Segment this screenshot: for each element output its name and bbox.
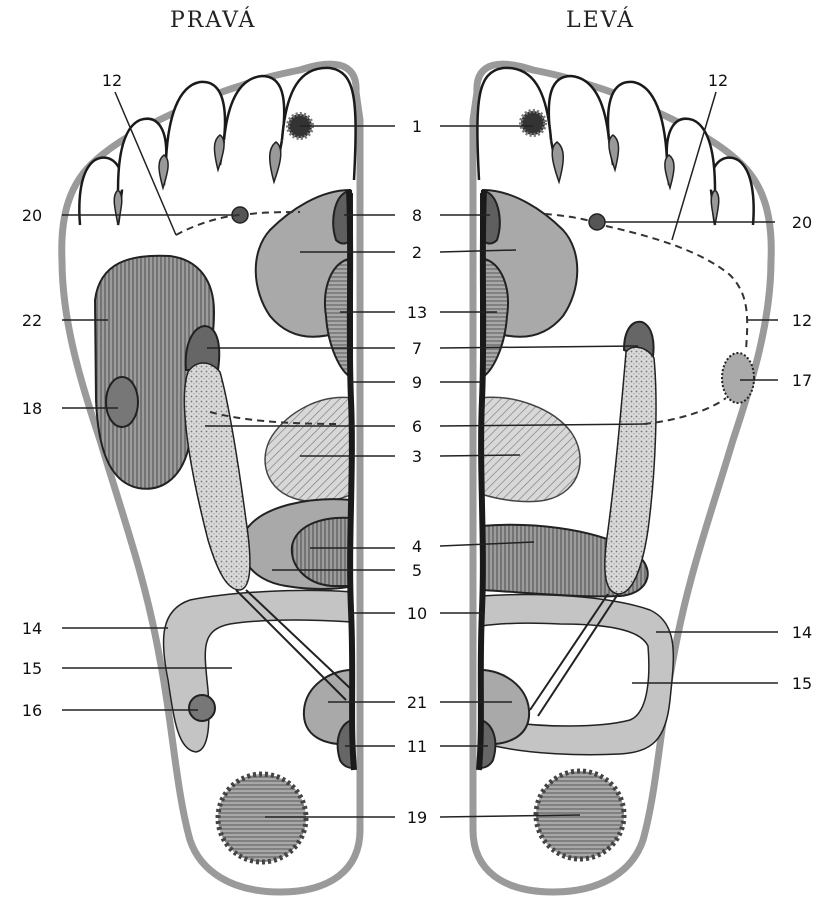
label-7: 7 — [412, 339, 422, 358]
zone-17-left — [722, 353, 754, 403]
label-3: 3 — [412, 447, 422, 466]
label-9: 9 — [412, 373, 422, 392]
zone-19-right — [218, 774, 306, 862]
left-foot-title: LEVÁ — [566, 8, 635, 33]
label-17: 17 — [792, 371, 812, 390]
label-8: 8 — [412, 206, 422, 225]
label-12-left-foot: 12 — [792, 311, 812, 330]
label-22: 22 — [22, 311, 42, 330]
left-foot — [473, 64, 771, 892]
right-foot — [62, 64, 360, 892]
zone-18-right — [106, 377, 138, 427]
label-12-right-foot: 12 — [102, 71, 122, 90]
label-12-left-foot-top: 12 — [708, 71, 728, 90]
label-15-left-foot: 15 — [792, 674, 812, 693]
label-14-left-foot: 14 — [792, 623, 812, 642]
label-16: 16 — [22, 701, 42, 720]
label-10: 10 — [407, 604, 427, 623]
label-4: 4 — [412, 537, 422, 556]
label-18: 18 — [22, 399, 42, 418]
label-2: 2 — [412, 243, 422, 262]
label-15-right-foot: 15 — [22, 659, 42, 678]
label-5: 5 — [412, 561, 422, 580]
label-20-right-foot: 20 — [22, 206, 42, 225]
label-21: 21 — [407, 693, 427, 712]
label-1: 1 — [412, 117, 422, 136]
label-19: 19 — [407, 808, 427, 827]
zone-1-left — [521, 111, 545, 135]
right-foot-title: PRAVÁ — [170, 8, 256, 33]
label-6: 6 — [412, 417, 422, 436]
label-11: 11 — [407, 737, 427, 756]
zone-20-left — [589, 214, 605, 230]
zone-16-right — [189, 695, 215, 721]
label-13: 13 — [407, 303, 427, 322]
label-14-right-foot: 14 — [22, 619, 42, 638]
label-20-left-foot: 20 — [792, 213, 812, 232]
